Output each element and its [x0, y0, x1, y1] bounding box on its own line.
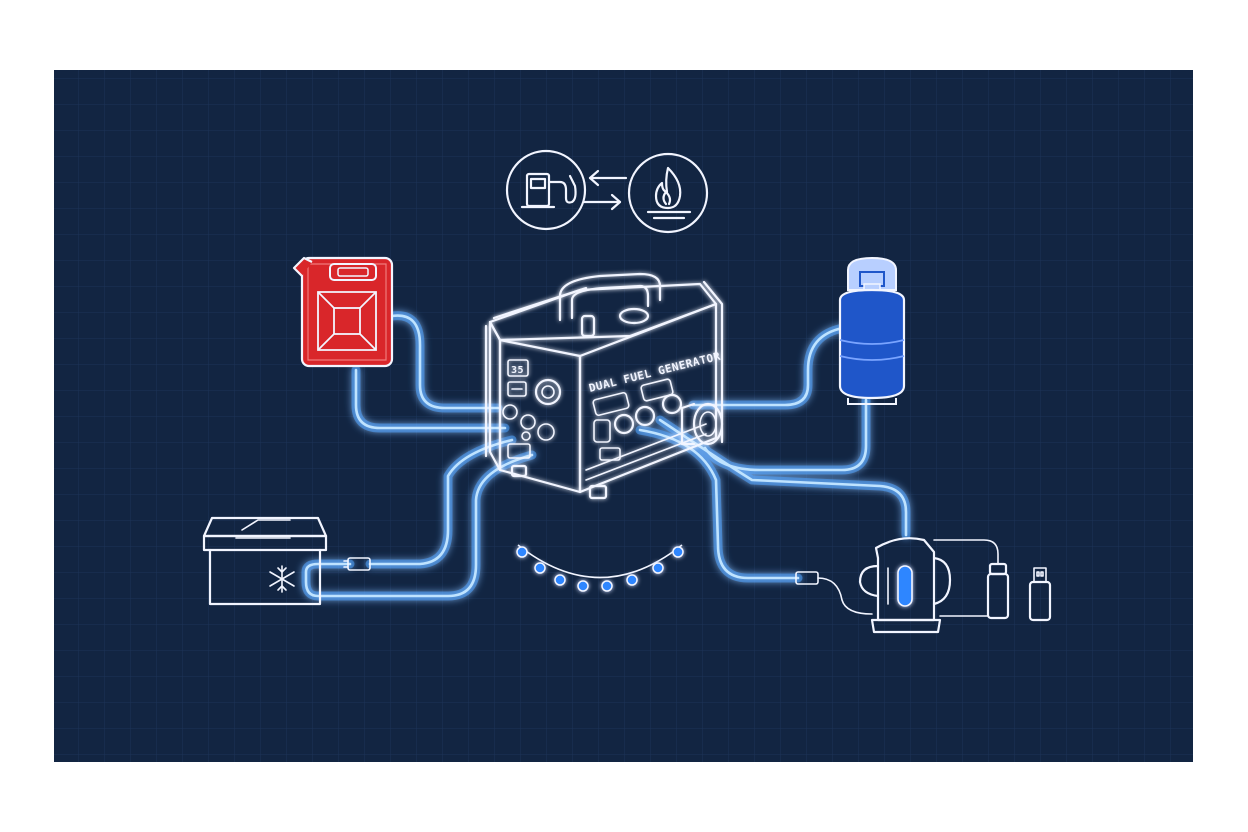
cable-plug-kettle — [795, 571, 873, 615]
fuel-switch — [505, 149, 709, 234]
propane-flame-icon — [627, 152, 709, 234]
cable-plug-cooler — [343, 557, 371, 571]
gasoline-pump-icon — [505, 149, 587, 231]
power-cables — [301, 311, 911, 601]
propane-tank-icon — [838, 256, 906, 405]
usb-device-icon — [1028, 567, 1052, 622]
string-lights-icon — [516, 544, 684, 592]
svg-text:35: 35 — [511, 365, 524, 376]
snowflake-icon — [269, 565, 295, 593]
electric-cooler-icon — [202, 516, 328, 606]
phone-charger-icon — [933, 539, 1010, 620]
gasoline-jerrycan-icon — [292, 256, 394, 368]
bidirectional-arrows-icon — [582, 169, 628, 211]
electric-kettle-icon — [858, 537, 952, 634]
